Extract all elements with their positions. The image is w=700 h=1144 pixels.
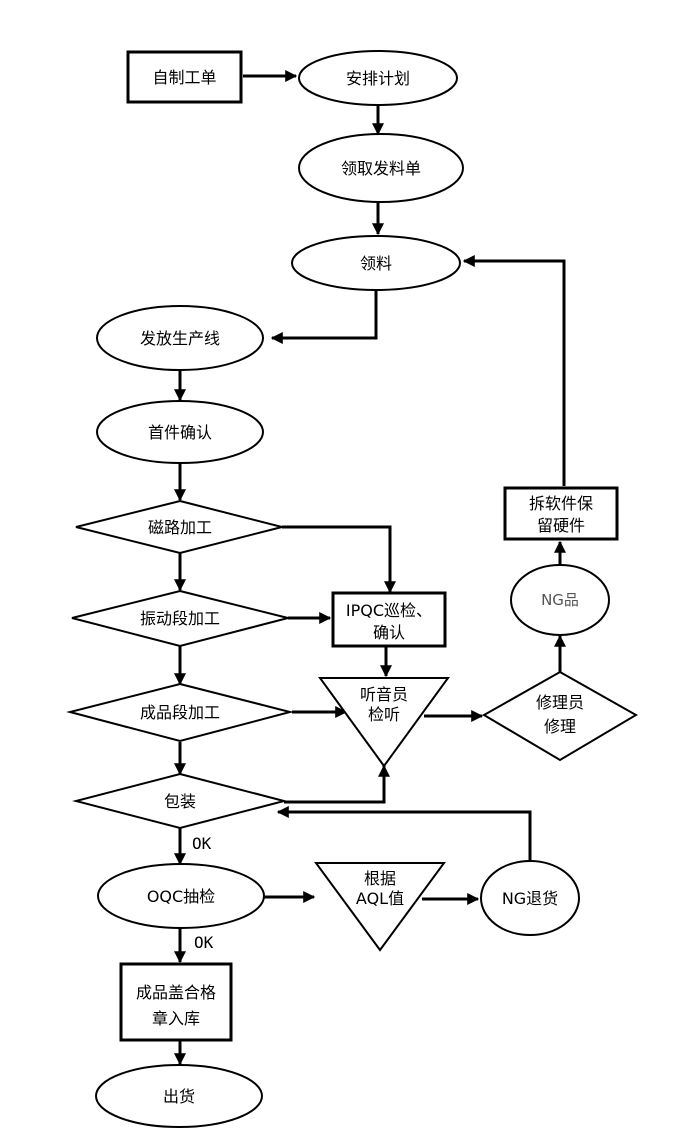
arrow-packing-to-listener bbox=[284, 764, 390, 804]
node-stamp-store: 成品盖合格 章入库 bbox=[119, 962, 233, 1042]
node-ng-return-label: NG退货 bbox=[502, 889, 558, 908]
node-finished-process: 成品段加工 bbox=[66, 682, 294, 743]
node-ng-product: NG品 bbox=[510, 564, 610, 636]
connectors bbox=[174, 70, 566, 1066]
node-repair-line2: 修理 bbox=[544, 717, 576, 736]
arrow-disassemble-to-collect bbox=[462, 255, 566, 486]
arrow-ng-return-to-packing bbox=[276, 806, 532, 860]
ok-label-after-oqc: OK bbox=[194, 933, 214, 952]
node-collect-material: 领料 bbox=[291, 235, 461, 291]
node-release-line-label: 发放生产线 bbox=[140, 329, 220, 348]
node-ng-return: NG退货 bbox=[480, 860, 580, 936]
node-packing-label: 包装 bbox=[164, 792, 196, 811]
node-listener-line2: 检听 bbox=[368, 705, 400, 724]
node-listener: 听音员 检听 bbox=[318, 677, 450, 768]
node-schedule: 安排计划 bbox=[298, 50, 458, 106]
node-vibration-process: 振动段加工 bbox=[71, 589, 289, 648]
node-first-article: 首件确认 bbox=[96, 400, 264, 464]
node-ship: 出货 bbox=[95, 1064, 263, 1128]
node-collect-material-label: 领料 bbox=[360, 254, 392, 273]
node-schedule-label: 安排计划 bbox=[346, 69, 410, 88]
node-disassemble-line1: 拆软件保 bbox=[529, 494, 593, 513]
node-release-line: 发放生产线 bbox=[96, 305, 264, 371]
arrow-magnetic-to-ipqc bbox=[282, 525, 396, 594]
node-ng-product-label: NG品 bbox=[541, 591, 579, 609]
node-magnetic-process-label: 磁路加工 bbox=[148, 518, 212, 537]
node-vibration-process-label: 振动段加工 bbox=[140, 609, 220, 628]
node-ipqc: IPQC巡检、 确认 bbox=[331, 591, 447, 648]
node-self-order-label: 自制工单 bbox=[152, 68, 216, 87]
node-pick-list: 领取发料单 bbox=[298, 133, 464, 203]
node-magnetic-process: 磁路加工 bbox=[75, 499, 283, 555]
node-aql-line1: 根据 bbox=[364, 869, 396, 888]
node-ipqc-line2: 确认 bbox=[373, 623, 405, 642]
node-disassemble: 拆软件保 留硬件 bbox=[503, 486, 619, 541]
node-listener-line1: 听音员 bbox=[360, 685, 408, 704]
node-finished-process-label: 成品段加工 bbox=[140, 703, 220, 722]
node-first-article-label: 首件确认 bbox=[148, 423, 212, 442]
node-packing: 包装 bbox=[72, 772, 288, 830]
node-disassemble-line2: 留硬件 bbox=[537, 516, 585, 535]
node-aql-line2: AQL值 bbox=[356, 889, 404, 908]
node-aql: 根据 AQL值 bbox=[314, 862, 446, 952]
node-pick-list-label: 领取发料单 bbox=[341, 159, 421, 178]
node-ship-label: 出货 bbox=[163, 1087, 195, 1106]
node-stamp-store-line1: 成品盖合格 bbox=[136, 983, 216, 1002]
node-oqc-label: OQC抽检 bbox=[147, 887, 215, 906]
arrow-collect-to-release-line bbox=[270, 290, 378, 344]
node-self-order: 自制工单 bbox=[126, 50, 243, 104]
node-repair: 修理员 修理 bbox=[482, 670, 638, 762]
node-oqc: OQC抽检 bbox=[97, 863, 265, 929]
node-repair-line1: 修理员 bbox=[536, 693, 584, 712]
node-ipqc-line1: IPQC巡检、 bbox=[346, 601, 432, 620]
ok-label-after-packing: OK bbox=[192, 834, 212, 853]
node-stamp-store-line2: 章入库 bbox=[152, 1009, 200, 1028]
